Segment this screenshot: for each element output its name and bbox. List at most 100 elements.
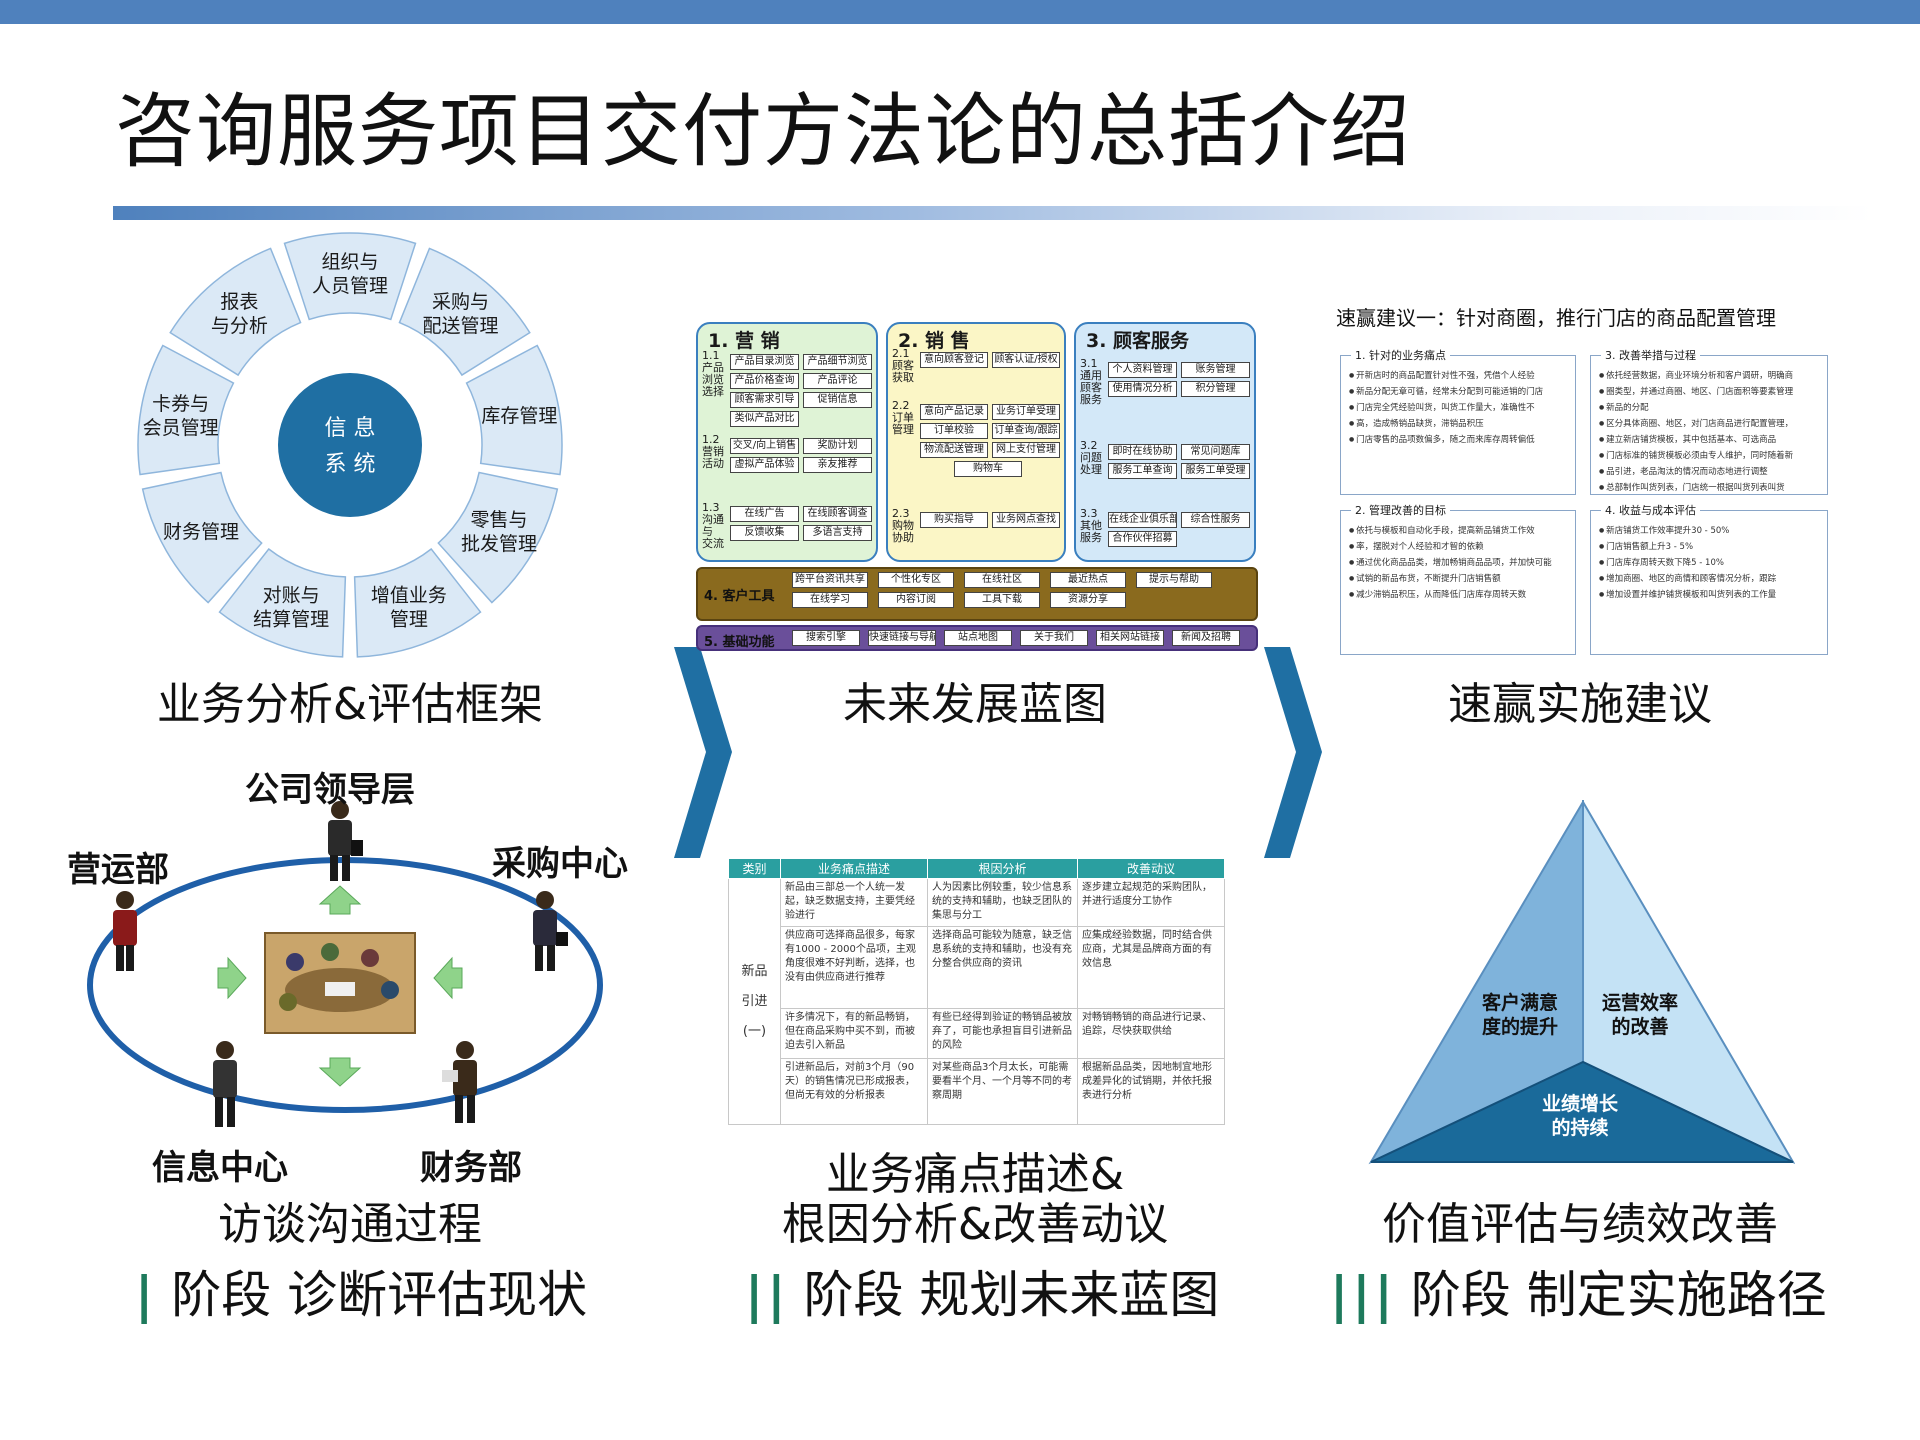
table-cell: 选择商品可能较为随意，缺乏信息系统的支持和辅助，也没有充分整合供应商的资讯 <box>927 926 1078 1009</box>
list-item: 新品分配无章可循，经常未分配到可能适销的门店 <box>1349 384 1569 400</box>
quickwin-panel-list: 新店铺货工作效率提升30 - 50%门店销售额上升3 - 5%门店库存周转天数下… <box>1599 523 1821 603</box>
label-finance: 财务部 <box>420 1148 522 1188</box>
list-item: 区分具体商圈、地区，对门店商品进行配置管理， <box>1599 416 1821 432</box>
list-item: 门店零售的品项数偏多，随之而来库存周转偏低 <box>1349 432 1569 448</box>
blueprint-box: 虚拟产品体验 <box>730 457 799 473</box>
list-item: 建立新店铺货模板，其中包括基本、可选商品 <box>1599 432 1821 448</box>
pain-table-caption-1: 业务痛点描述& <box>825 1149 1125 1200</box>
chevron-arrow-icon-2 <box>1264 647 1322 858</box>
blueprint-box: 业务订单受理 <box>992 404 1060 420</box>
table-cell: 引进新品后，对前3个月（90天）的销售情况已形成报表，但尚无有效的分析报表 <box>780 1058 928 1125</box>
page-title: 咨询服务项目交付方法论的总括介绍 <box>115 85 1411 178</box>
list-item: 通过优化商品品类，增加畅销商品品项，并加快可能 <box>1349 555 1569 571</box>
phase-3-label: 阶段 制定实施路径 <box>1410 1266 1827 1324</box>
blueprint-box: 订单校验 <box>920 423 988 439</box>
blueprint-box: 综合性服务 <box>1181 512 1250 528</box>
wheel-segment <box>169 247 302 377</box>
blueprint-group-label: 3.3 其他 服务 <box>1080 507 1102 545</box>
table-cell: 对畅销畅销的商品进行记录、追踪，尽快获取供给 <box>1077 1008 1225 1059</box>
table-cell: 根据新品品类，因地制宜地形成差异化的试销期，并依托报表进行分析 <box>1077 1058 1225 1125</box>
blueprint-box: 意向产品记录 <box>920 404 988 420</box>
blueprint-box: 账务管理 <box>1181 362 1250 378</box>
quickwin-panel-pain: 1. 针对的业务痛点开新店时的商品配置针对性不强，凭借个人经验新品分配无章可循，… <box>1340 347 1576 495</box>
quickwin-panel-list: 依托与模板和自动化手段，提高新品铺货工作效率，摆脱对个人经验和才智的依赖通过优化… <box>1349 523 1569 603</box>
pain-point-table: 类别 业务痛点描述 根因分析 改善动议 新品 引进 (一) 新品由三部总一个人统… <box>728 858 1225 1125</box>
blueprint-col-marketing-title: 1. 营 销 <box>708 330 780 352</box>
pain-table-header: 类别 <box>728 858 781 879</box>
table-cell: 对某些商品3个月太长，可能需要看半个月、一个月等不同的考察周期 <box>927 1058 1078 1125</box>
quickwin-caption: 速赢实施建议 <box>1448 679 1712 730</box>
list-item: 开新店时的商品配置针对性不强，凭借个人经验 <box>1349 368 1569 384</box>
wheel-segment-label: 对账与结算管理 <box>253 585 329 631</box>
interview-graphic <box>87 801 603 1127</box>
wheel-center-label: 信 息 <box>325 416 376 441</box>
arrow-down-icon <box>318 885 362 915</box>
framework-caption: 业务分析&评估框架 <box>156 679 544 730</box>
blueprint-group-label: 1.3 沟通 与 交流 <box>702 501 724 551</box>
list-item: 减少滞销品积压，从而降低门店库存周转天数 <box>1349 587 1569 603</box>
pain-table-header: 业务痛点描述 <box>780 858 928 879</box>
wheel-segment <box>137 344 235 476</box>
wheel-segment <box>141 471 263 604</box>
blueprint-tool-box: 工具下载 <box>964 592 1040 608</box>
blueprint-base-box: 新闻及招聘 <box>1172 630 1240 646</box>
interview-caption: 访谈沟通过程 <box>218 1199 482 1250</box>
blueprint-band-tools-label: 4. 客户工具 <box>704 589 775 604</box>
blueprint-base-box: 搜索引擎 <box>792 630 860 646</box>
quickwin-panel-title: 4. 收益与成本评估 <box>1601 502 1700 518</box>
blueprint-group-label: 3.2 问题 处理 <box>1080 439 1102 477</box>
blueprint-group-label: 2.3 购物 协助 <box>892 507 914 545</box>
blueprint-group-label: 2.2 订单 管理 <box>892 399 914 437</box>
blueprint-box: 交叉/向上销售 <box>730 438 799 454</box>
list-item: 门店库存周转天数下降5 - 10% <box>1599 555 1821 571</box>
chevron-arrow-icon-1 <box>674 647 732 858</box>
list-item: 依托与模板和自动化手段，提高新品铺货工作效 <box>1349 523 1569 539</box>
wheel-segment-label: 报表与分析 <box>211 291 268 337</box>
blueprint-box: 物流配送管理 <box>920 442 988 458</box>
blueprint-band-base-label: 5. 基础功能 <box>704 635 775 650</box>
table-cell: 逐步建立起规范的采购团队，并进行适度分工协作 <box>1077 878 1225 927</box>
arrow-left-icon <box>433 956 463 1000</box>
blueprint-group-label: 1.1 产品 浏览 选择 <box>702 349 724 399</box>
table-cell: 应集成经验数据，同时结合供应商，尤其是品牌商方面的有效信息 <box>1077 926 1225 1009</box>
table-cell: 许多情况下，有的新品畅销，但在商品采购中买不到，而被迫去引入新品 <box>780 1008 928 1059</box>
quickwin-panel-benefits: 4. 收益与成本评估新店铺货工作效率提升30 - 50%门店销售额上升3 - 5… <box>1590 502 1828 655</box>
phase-3: |||阶段 制定实施路径 <box>1330 1270 1827 1320</box>
blueprint-tool-box: 在线学习 <box>792 592 868 608</box>
pain-table-header-row: 类别 业务痛点描述 根因分析 改善动议 <box>728 858 1225 879</box>
list-item: 试销的新品布货，不断提升门店销售额 <box>1349 571 1569 587</box>
value-caption: 价值评估与绩效改善 <box>1382 1199 1778 1250</box>
blueprint-caption: 未来发展蓝图 <box>843 679 1107 730</box>
list-item: 总部制作叫货列表，门店统一根据叫货列表叫货 <box>1599 480 1821 496</box>
blueprint-box: 常见问题库 <box>1181 444 1250 460</box>
phase-2: ||阶段 规划未来蓝图 <box>745 1270 1219 1320</box>
blueprint-box: 服务工单受理 <box>1181 463 1250 479</box>
quickwin-panel-title: 2. 管理改善的目标 <box>1351 502 1450 518</box>
quickwin-panel-title: 1. 针对的业务痛点 <box>1351 347 1450 363</box>
blueprint-tool-box: 最近热点 <box>1050 572 1126 588</box>
blueprint-col-service-title: 3. 顾客服务 <box>1086 330 1190 352</box>
table-cell: 人为因素比例较重，较少信息系统的支持和辅助，也缺乏团队的集思与分工 <box>927 878 1078 927</box>
blueprint-group-label: 3.1 通用 顾客 服务 <box>1080 357 1102 407</box>
phase-3-marker: ||| <box>1330 1266 1397 1324</box>
blueprint-col-sales-title: 2. 销 售 <box>898 330 970 352</box>
quickwin-panel-goals: 2. 管理改善的目标依托与模板和自动化手段，提高新品铺货工作效率，摆脱对个人经验… <box>1340 502 1576 655</box>
wheel-segment-label: 增值业务管理 <box>371 585 447 631</box>
blueprint-base-box: 站点地图 <box>944 630 1012 646</box>
table-row: 引进新品后，对前3个月（90天）的销售情况已形成报表，但尚无有效的分析报表 对某… <box>729 1058 1225 1125</box>
person-operations-icon <box>113 891 137 971</box>
list-item: 新店铺货工作效率提升30 - 50% <box>1599 523 1821 539</box>
blueprint-tool-box: 跨平台资讯共享 <box>792 572 868 588</box>
quickwin-panel-list: 依托经营数据，商业环境分析和客户调研，明确商圈类型，并通过商圈、地区、门店面积等… <box>1599 368 1821 496</box>
phase-1-label: 阶段 诊断评估现状 <box>171 1266 588 1324</box>
list-item: 圈类型，并通过商圈、地区、门店面积等要素管理 <box>1599 384 1821 400</box>
wheel-segment <box>218 547 347 658</box>
blueprint-box: 产品价格查询 <box>730 373 799 389</box>
label-leadership: 公司领导层 <box>245 770 415 810</box>
list-item: 品引进，老品淘汰的情况而动态地进行调整 <box>1599 464 1821 480</box>
person-leader-icon <box>328 801 363 881</box>
wheel-segment-label: 零售与批发管理 <box>461 509 537 555</box>
blueprint-group-label: 1.2 营销 活动 <box>702 433 724 471</box>
interview-diagram: 公司领导层 营运部 采购中心 信息中心 财务部 <box>40 740 660 1188</box>
blueprint-box: 购物车 <box>954 461 1022 477</box>
